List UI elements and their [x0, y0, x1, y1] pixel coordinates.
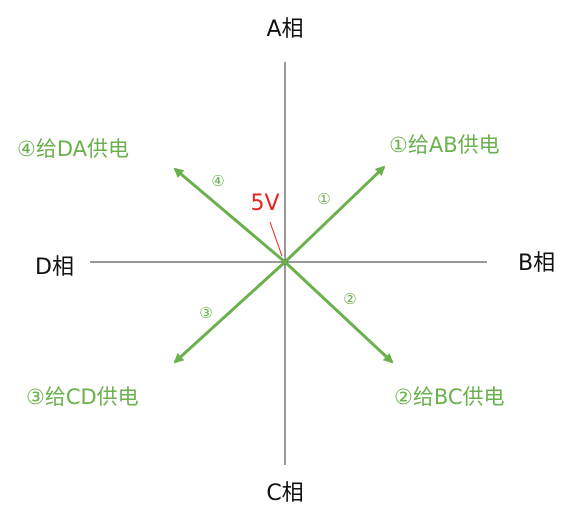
- arrow-ab: [283, 165, 386, 264]
- supply-label-da: ④给DA供电: [17, 137, 129, 161]
- phase-label-d: D相: [35, 255, 74, 280]
- phase-label-c: C相: [266, 481, 303, 506]
- voltage-label: 5V: [250, 191, 279, 216]
- arrow-number-ab: ①: [317, 190, 330, 208]
- arrow-number-da: ④: [211, 172, 224, 190]
- supply-label-ab: ①给AB供电: [389, 133, 500, 157]
- arrow-number-bc: ②: [343, 290, 356, 308]
- arrow-number-cd: ③: [199, 304, 212, 322]
- phase-label-b: B相: [518, 251, 555, 276]
- arrow-da: [173, 167, 286, 264]
- arrow-bc: [283, 260, 394, 364]
- supply-label-bc: ②给BC供电: [394, 385, 505, 409]
- arrow-cd: [173, 260, 287, 364]
- supply-label-cd: ③给CD供电: [26, 385, 139, 409]
- voltage-pointer: [269, 221, 283, 257]
- phase-label-a: A相: [266, 17, 303, 42]
